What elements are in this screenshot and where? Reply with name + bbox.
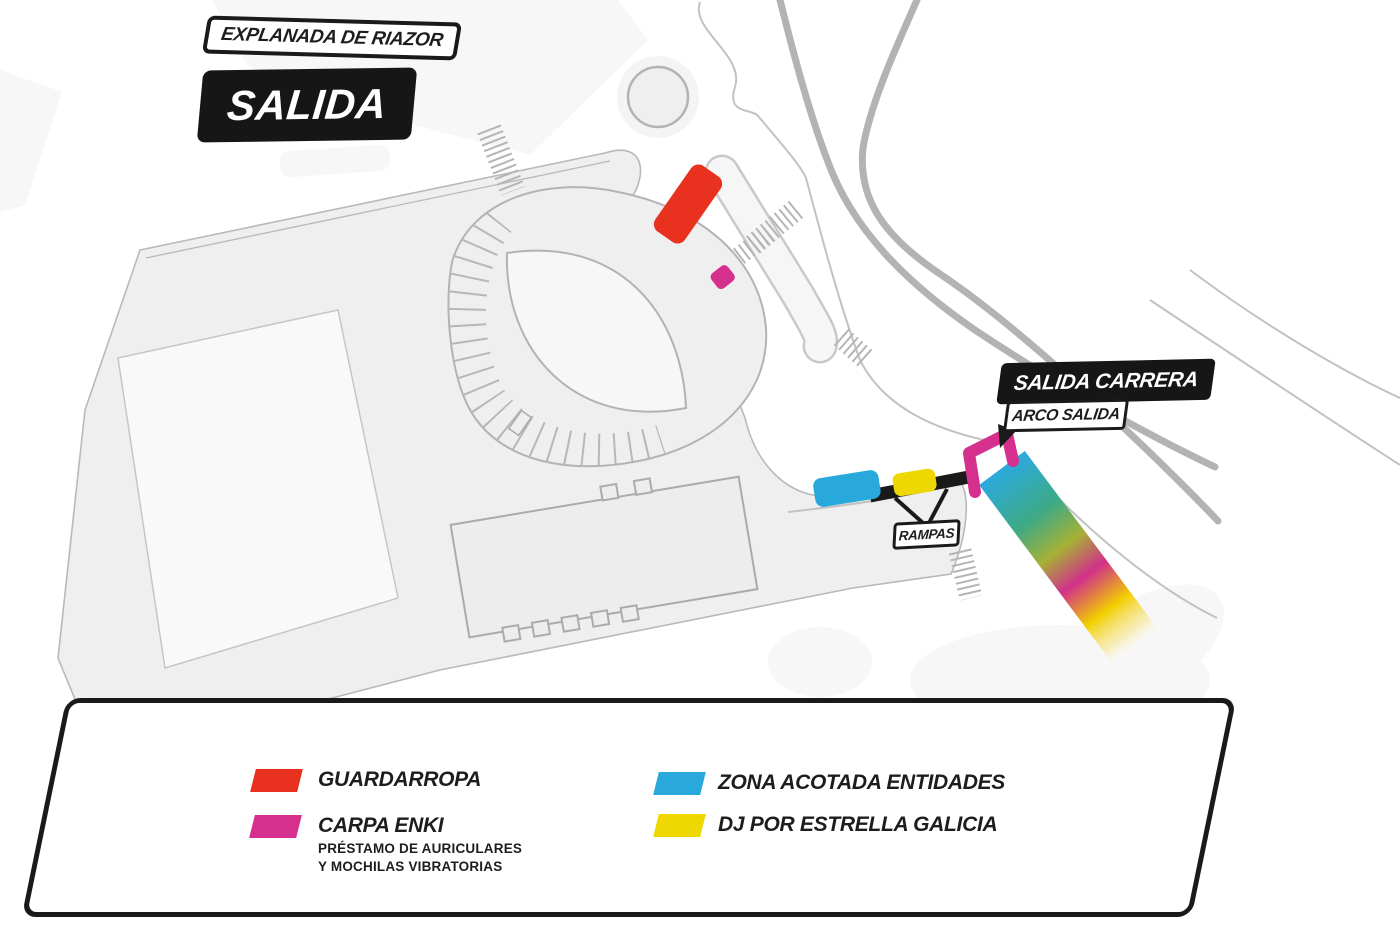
- legend-sublabel-line1: PRÉSTAMO DE AURICULARES: [318, 841, 523, 856]
- entidades-zone: [813, 470, 881, 507]
- explanada-riazor-text: EXPLANADA DE RIAZOR: [219, 23, 445, 52]
- stairs: [477, 124, 983, 601]
- legend-swatch-guardarropa: [250, 769, 303, 792]
- riazor-stadium: [447, 186, 768, 468]
- stairs-south: [948, 548, 983, 601]
- arco-salida-arch: [963, 428, 1019, 498]
- stairs-carpa: [728, 223, 778, 268]
- legend-label-dj: DJ POR ESTRELLA GALICIA: [718, 813, 998, 836]
- road-right: [858, 0, 1222, 525]
- salida-label: SALIDA: [196, 67, 418, 143]
- legend-sublabel-carpa-enki: PRÉSTAMO DE AURICULARES Y MOCHILAS VIBRA…: [318, 840, 522, 876]
- rampas-label: RAMPAS: [892, 519, 961, 550]
- legend-label-guardarropa: GUARDARROPA: [318, 768, 482, 791]
- stairs-walkway-upper: [745, 198, 807, 254]
- legend-swatch-entidades: [653, 772, 706, 795]
- sports-hall-building: [449, 475, 759, 643]
- legend-label-entidades: ZONA ACOTADA ENTIDADES: [718, 771, 1006, 794]
- legend-label-carpa-enki: CARPA ENKI: [318, 814, 444, 837]
- salida-carrera-text: SALIDA CARRERA: [1012, 367, 1200, 395]
- callout-pointers: [893, 488, 949, 525]
- carpa-enki-zone: [710, 265, 735, 290]
- stairs-north: [477, 124, 525, 196]
- legend-swatch-dj: [653, 814, 706, 837]
- stadium-field: [505, 249, 688, 413]
- salida-text: SALIDA: [225, 79, 389, 130]
- walkway: [704, 154, 839, 364]
- salida-carrera-label: SALIDA CARRERA: [996, 358, 1216, 405]
- legend-swatch-carpa-enki: [249, 815, 302, 838]
- race-route: [979, 450, 1161, 668]
- guardarropa-zone: [653, 164, 723, 244]
- rampas-text: RAMPAS: [898, 525, 955, 544]
- arco-salida-label: ARCO SALIDA: [1002, 398, 1130, 433]
- dj-zone: [892, 468, 937, 497]
- explanada-riazor-label: EXPLANADA DE RIAZOR: [201, 15, 463, 61]
- legend-sublabel-line2: Y MOCHILAS VIBRATORIAS: [318, 859, 503, 874]
- roundabout: [617, 56, 699, 138]
- legend-frame: [21, 698, 1237, 917]
- path-boundaries: [697, 1, 1400, 619]
- arco-salida-text: ARCO SALIDA: [1011, 405, 1122, 425]
- stairs-walkway-lower: [833, 328, 875, 369]
